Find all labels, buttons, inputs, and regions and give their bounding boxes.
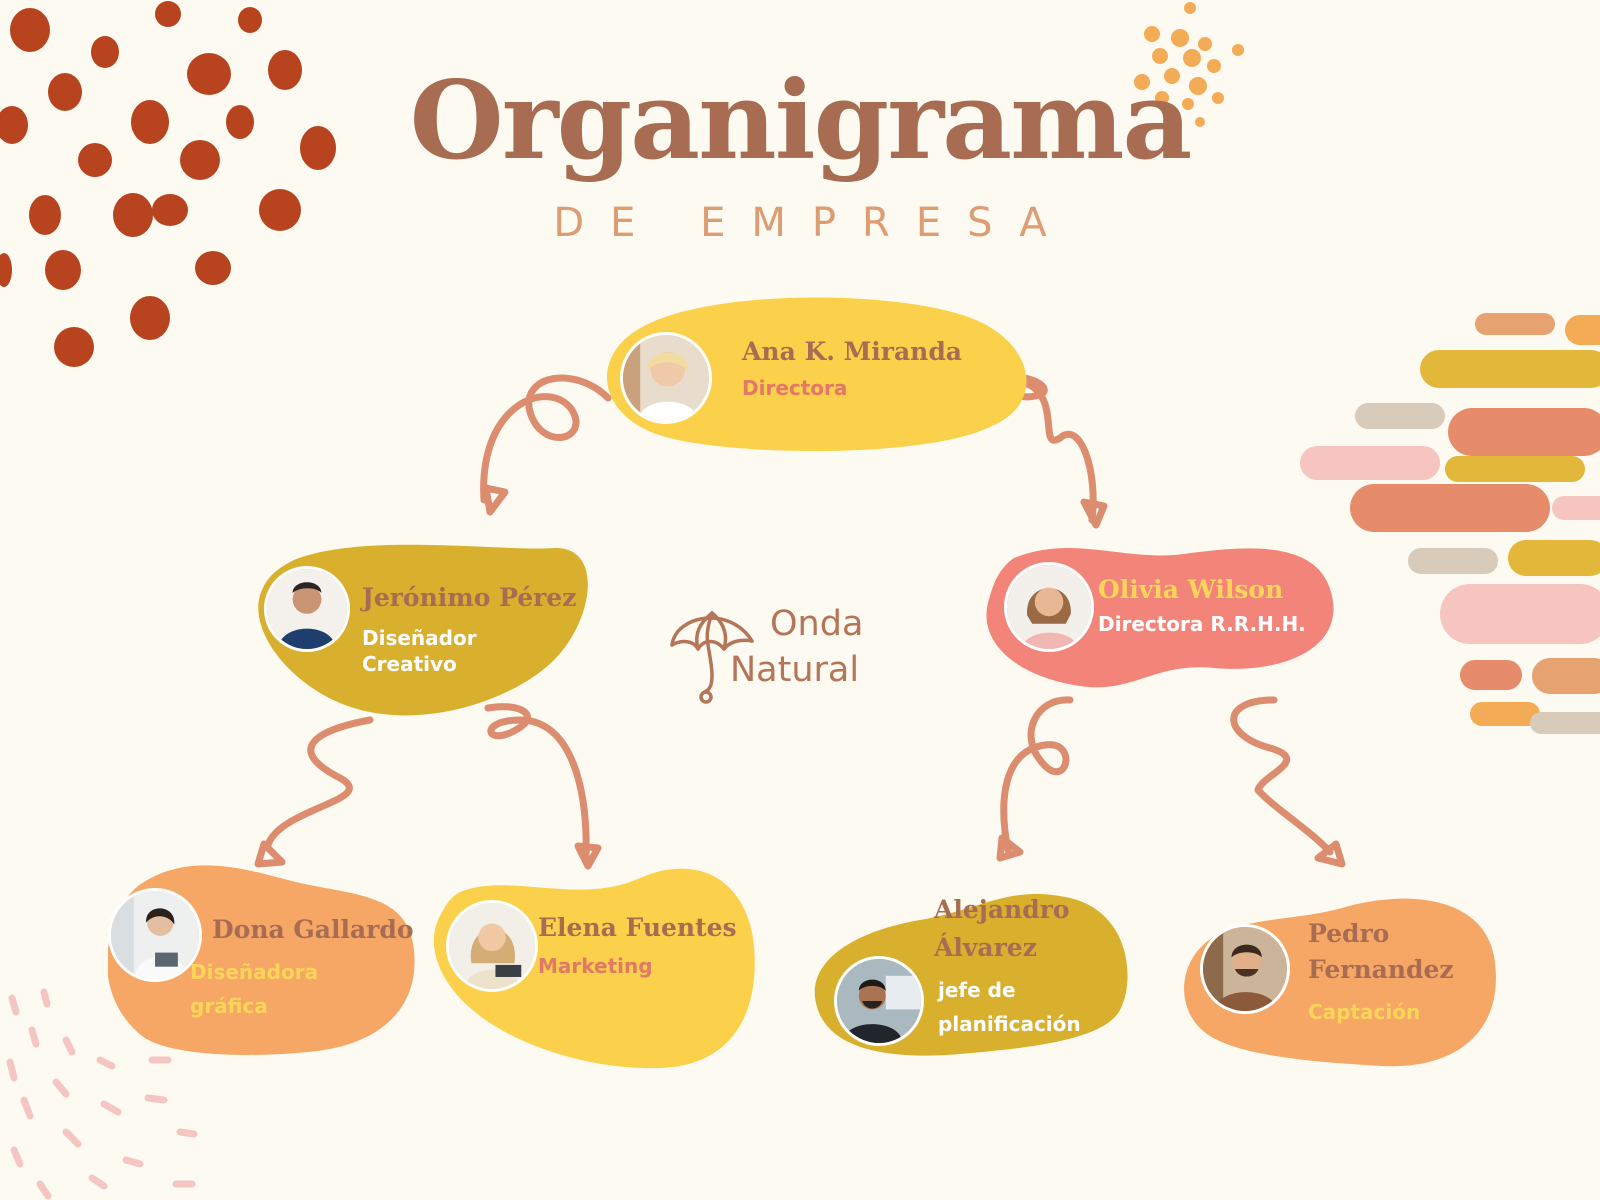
rust-dots-decoration (0, 1, 336, 367)
person-role-line-1: Diseñador (362, 626, 477, 650)
arrowhead-jeronimo-to-elena (574, 842, 602, 870)
person-role-line-1: Diseñadora (190, 960, 319, 984)
person-role-line-2: Creativo (362, 652, 457, 676)
person-name-line-1: Pedro (1308, 919, 1390, 948)
brand-name-line-1: Onda (770, 604, 864, 644)
arrow-olivia-to-alejandro (1000, 696, 1074, 854)
person-name-line-2: Fernandez (1308, 955, 1454, 984)
pink-dashes-decoration (6, 988, 198, 1200)
node-dona-gallardo: Dona Gallardo Diseñadora gráfica (108, 860, 416, 1060)
brand-logo: Onda Natural (668, 604, 868, 715)
person-name: Dona Gallardo (212, 915, 414, 944)
avatar (1200, 924, 1290, 1014)
arrowhead-ana-to-olivia (1080, 498, 1108, 529)
avatar (446, 900, 538, 992)
node-alejandro-alvarez: Alejandro Álvarez jefe de planificación (810, 890, 1134, 1062)
node-elena-fuentes: Elena Fuentes Marketing (430, 866, 760, 1070)
node-jeronimo-perez: Jerónimo Pérez Diseñador Creativo (254, 540, 594, 730)
person-role: Directora R.R.H.H. (1098, 612, 1306, 636)
person-name-line-2: Álvarez (934, 933, 1037, 962)
page-title: Organigrama (409, 58, 1193, 184)
avatar (264, 566, 350, 652)
person-name-line-1: Alejandro (934, 895, 1070, 924)
person-name: Ana K. Miranda (742, 337, 963, 366)
person-role: Directora (742, 376, 848, 400)
arrowhead-jeronimo-to-dona (254, 840, 286, 868)
node-olivia-wilson: Olivia Wilson Directora R.R.H.H. (984, 540, 1340, 696)
person-name: Olivia Wilson (1098, 575, 1284, 604)
arrowhead-olivia-to-alejandro (996, 834, 1024, 862)
brand-name-line-2: Natural (730, 650, 860, 690)
person-name: Elena Fuentes (538, 913, 737, 942)
person-role: Marketing (538, 954, 653, 978)
node-pedro-fernandez: Pedro Fernandez Captación (1182, 896, 1498, 1072)
arrow-jeronimo-to-elena (484, 703, 590, 862)
person-name: Jerónimo Pérez (362, 583, 577, 612)
avatar (620, 332, 712, 424)
avatar (1004, 562, 1094, 652)
arrow-jeronimo-to-dona (264, 716, 374, 849)
person-role-line-2: gráfica (190, 994, 268, 1018)
arrowhead-ana-to-jeronimo (482, 484, 509, 516)
arrow-olivia-to-pedro (1230, 696, 1334, 856)
arrow-ana-to-olivia (996, 373, 1097, 524)
arrowhead-olivia-to-pedro (1314, 840, 1346, 868)
arrow-ana-to-jeronimo (480, 374, 612, 504)
avatar (834, 956, 924, 1046)
avatar (108, 888, 202, 982)
person-role-line-2: planificación (938, 1012, 1081, 1036)
person-role: Captación (1308, 1000, 1421, 1024)
orange-dots-decoration (1134, 2, 1244, 127)
node-ana-miranda: Ana K. Miranda Directora (596, 296, 1032, 456)
node-blob (606, 297, 1027, 452)
leaf-umbrella-icon (670, 611, 754, 704)
page-subtitle: DE EMPRESA (553, 200, 1073, 246)
brush-strokes-decoration (1300, 313, 1600, 734)
person-role-line-1: jefe de (938, 978, 1016, 1002)
